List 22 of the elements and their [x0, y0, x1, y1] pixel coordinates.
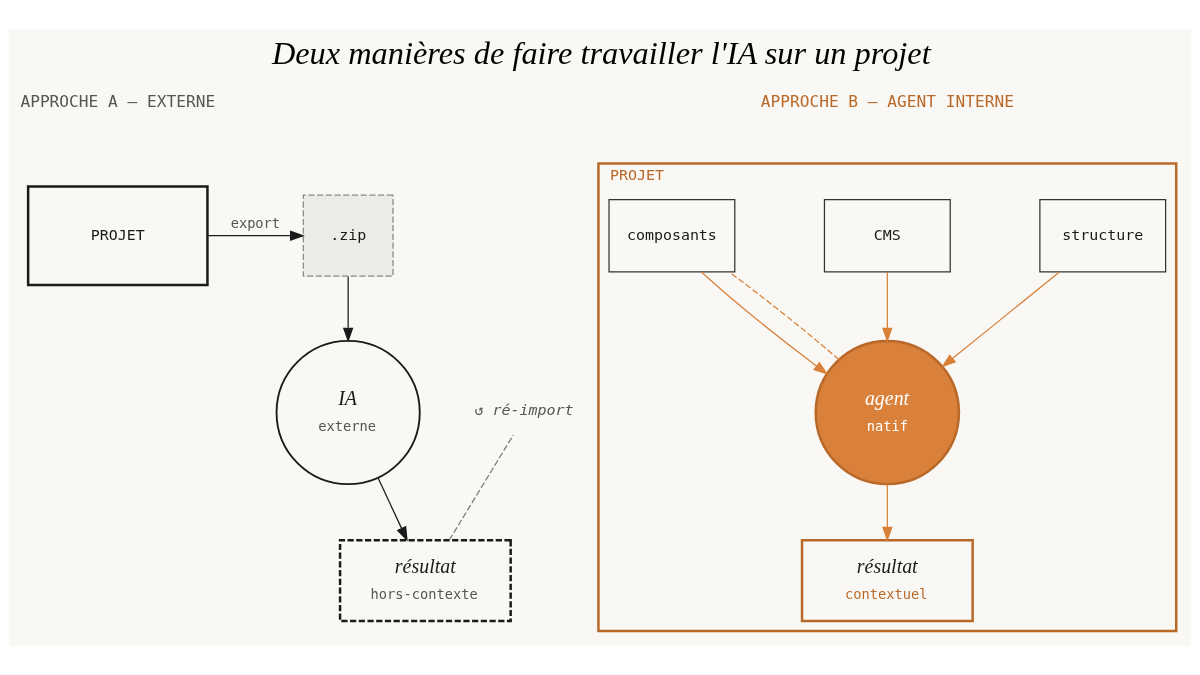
- node-text: ↺ ré-import: [474, 401, 574, 420]
- arrow: [206, 230, 305, 241]
- node-box: résultat hors-contexte: [338, 538, 512, 623]
- diagram-title: Deux manières de faire travailler l'IA sur un projet: [271, 34, 931, 71]
- label: APPROCHE B — AGENT INTERNE: [760, 91, 1014, 111]
- node-box: structure: [1039, 198, 1167, 273]
- connector: [448, 434, 514, 541]
- node-box: résultat contextuel: [800, 538, 974, 623]
- connector: [728, 271, 840, 361]
- arrow: [377, 477, 408, 542]
- label: APPROCHE A — EXTERNE: [20, 91, 216, 111]
- node-box: PROJET: [26, 185, 209, 287]
- arrow: [701, 271, 829, 375]
- arrow: [882, 271, 893, 343]
- node-box: CMS: [823, 198, 951, 273]
- node-box: .zip: [302, 194, 394, 277]
- node-circle: IA externe: [275, 340, 421, 486]
- arrow: [941, 271, 1060, 368]
- arrow: [882, 483, 893, 542]
- arrow: [342, 275, 354, 343]
- node-box: composants: [608, 198, 736, 273]
- edge-label: export: [230, 214, 281, 231]
